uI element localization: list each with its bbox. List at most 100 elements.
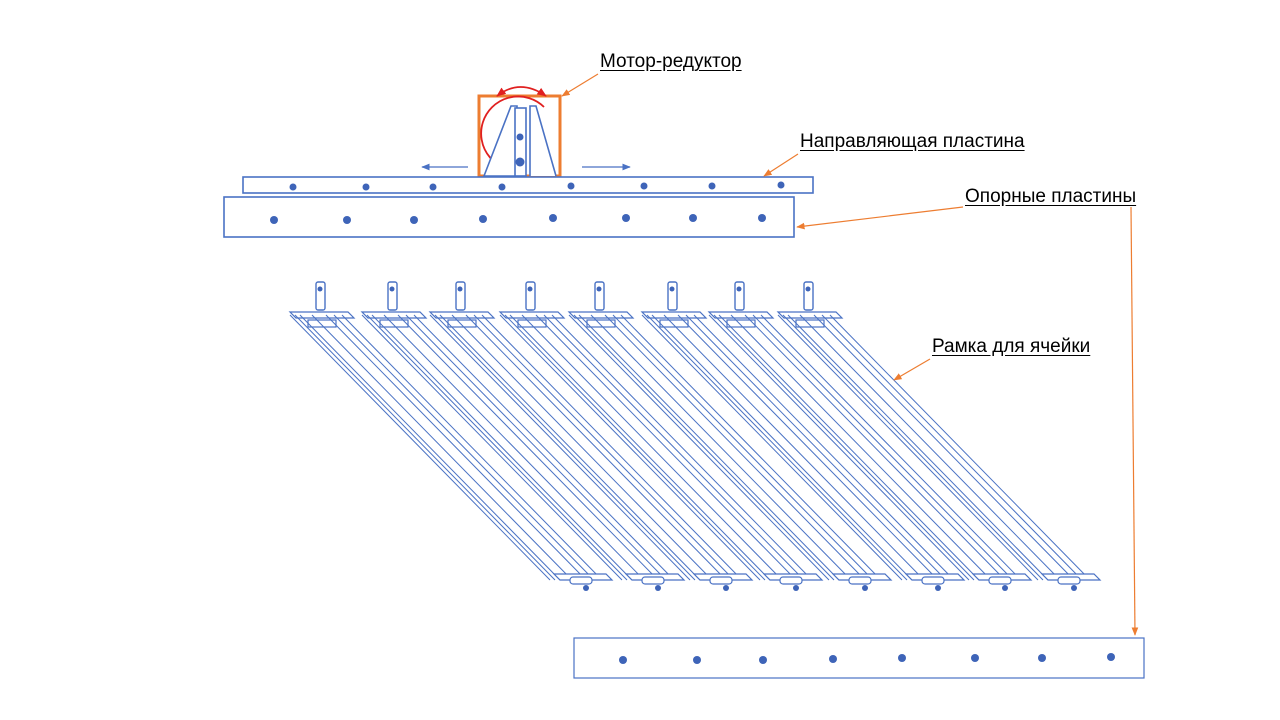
cell-frame-label: Рамка для ячейки: [932, 336, 1091, 357]
frame-rail: [397, 314, 659, 581]
frame-top-bracket: [288, 311, 356, 319]
frame-pin-hole: [669, 286, 675, 292]
frame-bottom-clamp: [1057, 576, 1081, 585]
frame-top-bracket: [428, 311, 496, 319]
cell-frames: [288, 281, 1102, 591]
rotation-arrow-icon: [496, 86, 547, 97]
frame-rail: [299, 314, 561, 581]
frame-rail: [651, 314, 913, 581]
frame-rail: [821, 314, 1083, 581]
upper-support-plate-hole: [689, 214, 697, 222]
guide-plate-hole: [567, 182, 575, 190]
frame-bottom-clamp: [988, 576, 1012, 585]
frame-rail: [311, 314, 573, 581]
lower-support-plate-hole: [759, 656, 767, 664]
frame-rail: [413, 314, 675, 581]
frame-rail: [294, 314, 556, 581]
guide-plate-hole: [429, 183, 437, 191]
upper-support-plate: [223, 196, 795, 238]
frame-rail: [366, 314, 628, 581]
frame-rail: [641, 314, 903, 581]
frame-pin: [455, 281, 466, 311]
frame-rail: [568, 314, 830, 581]
frame-rail: [578, 314, 840, 581]
lower-support-plate-hole: [898, 654, 906, 662]
frame-rail: [663, 314, 925, 581]
frame-rail: [685, 314, 947, 581]
upper-support-plate-hole: [622, 214, 630, 222]
lower-support-plate-holes: [619, 653, 1115, 664]
frame-rail: [752, 314, 1014, 581]
guide-plate-hole: [708, 182, 716, 190]
lower-support-plate-hole: [693, 656, 701, 664]
frame-rail: [646, 314, 908, 581]
frame-rail: [451, 314, 713, 581]
frame-bottom-clamp: [848, 576, 872, 585]
frame-rail: [405, 314, 667, 581]
guide-plate-holes: [289, 181, 785, 191]
frame-pin: [734, 281, 745, 311]
lower-support-plate: [573, 637, 1145, 679]
frame-rail: [708, 314, 970, 581]
cell-frame: [567, 281, 893, 591]
guide-plate-hole: [289, 183, 297, 191]
leader-lower-support-plate: [1130, 206, 1139, 636]
frame-rail: [551, 314, 813, 581]
frame-pin: [315, 281, 326, 311]
upper-support-plate-hole: [343, 216, 351, 224]
cell-frame: [776, 281, 1102, 591]
frame-bottom-clamp: [569, 576, 593, 585]
frame-top-bracket: [707, 311, 775, 319]
frame-rail: [429, 314, 691, 581]
lower-support-plate-hole: [1038, 654, 1046, 662]
frame-rail: [473, 314, 735, 581]
frame-bottom-hole: [1071, 585, 1077, 591]
frame-rail: [604, 314, 866, 581]
guide-plate: [242, 176, 814, 194]
frame-pin: [803, 281, 814, 311]
frame-bottom-hole: [583, 585, 589, 591]
frame-top-bracket: [498, 311, 566, 319]
guide-plate-hole: [777, 181, 785, 189]
leader-upper-support-plate: [796, 206, 964, 230]
frame-pin: [525, 281, 536, 311]
frame-rail: [677, 314, 939, 581]
cell-frame: [640, 281, 966, 591]
guide-plate-hole: [498, 183, 506, 191]
leader-guide-plate: [763, 153, 799, 177]
frame-top-bracket: [567, 311, 635, 319]
frame-bottom-hole: [862, 585, 868, 591]
frame-rail: [713, 314, 975, 581]
frame-pin-hole: [805, 286, 811, 292]
frame-pin: [594, 281, 605, 311]
frame-rail: [361, 314, 623, 581]
cell-frame: [707, 281, 1033, 591]
frame-rail: [744, 314, 1006, 581]
motor-reducer: [477, 86, 562, 178]
frame-rail: [341, 314, 603, 581]
frame-rail: [693, 314, 955, 581]
upper-support-plate-holes: [270, 214, 766, 224]
guide-plate-hole: [362, 183, 370, 191]
drive-hole-upper: [516, 133, 524, 141]
guide-plate-label: Направляющая пластина: [800, 131, 1025, 152]
upper-support-plate-hole: [549, 214, 557, 222]
frame-rail: [777, 314, 1039, 581]
lower-support-plate-hole: [829, 655, 837, 663]
frame-rail: [371, 314, 633, 581]
upper-support-plate-hole: [270, 216, 278, 224]
frame-rail: [333, 314, 595, 581]
frame-bottom-clamp: [921, 576, 945, 585]
frame-rail: [383, 314, 645, 581]
frame-rail: [504, 314, 766, 581]
frame-rail: [787, 314, 1049, 581]
guide-plate-hole: [640, 182, 648, 190]
frame-rail: [573, 314, 835, 581]
leader-cell-frame: [893, 358, 931, 381]
drive-hole-lower: [515, 157, 525, 167]
lower-support-plate-hole: [619, 656, 627, 664]
frame-rail: [535, 314, 797, 581]
leader-lines: [561, 73, 1139, 636]
